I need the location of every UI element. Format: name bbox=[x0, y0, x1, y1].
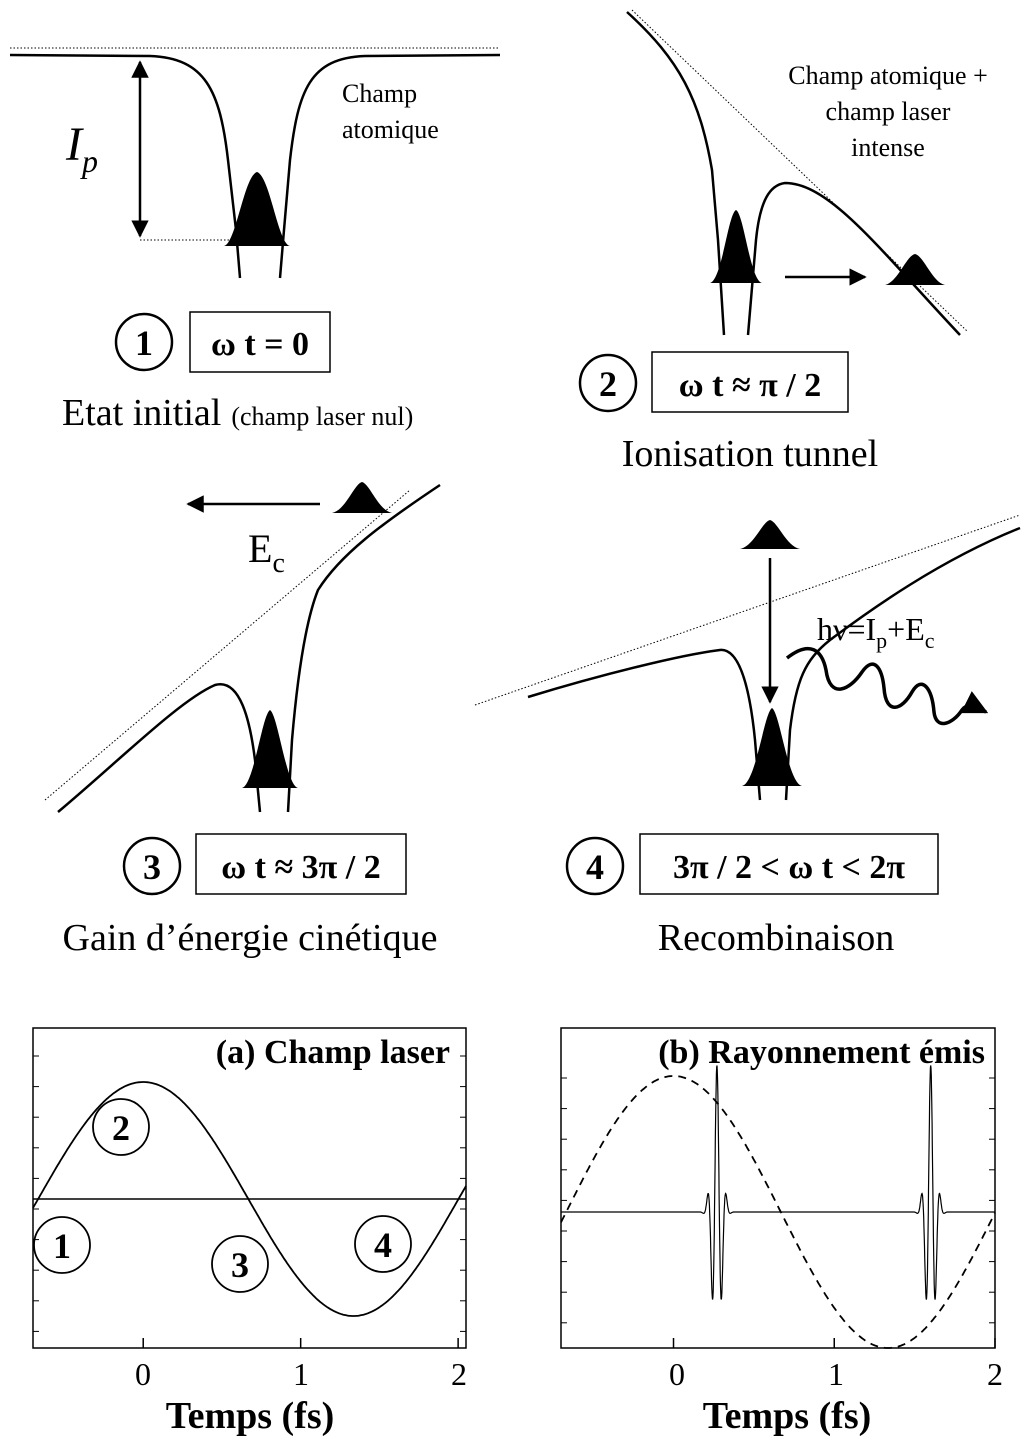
wavepacket-tunneled bbox=[885, 254, 945, 285]
chart-a-xtick-label-1: 1 bbox=[293, 1356, 309, 1392]
chart-b-attosecond-bursts bbox=[561, 1065, 995, 1299]
panel-4-recombination: hν=Ip+Ec 4 3π / 2 < ω t < 2π Recombinais… bbox=[475, 515, 1020, 959]
caption-gain-energie: Gain d’énergie cinétique bbox=[63, 917, 438, 959]
combined-field-label-line3: intense bbox=[851, 133, 925, 162]
chart-a-laser-field: (a) Champ laser 1 2 3 4 0 1 2 Temps (fs) bbox=[33, 1028, 467, 1436]
svg-text:2: 2 bbox=[112, 1108, 130, 1148]
step-4-number: 4 bbox=[586, 847, 604, 887]
chart-b-xtick-label-2: 2 bbox=[987, 1356, 1003, 1392]
step-3-number: 3 bbox=[143, 847, 161, 887]
wavepacket-returning bbox=[332, 482, 392, 513]
svg-text:1: 1 bbox=[53, 1226, 71, 1266]
combined-field-label-line2: champ laser bbox=[826, 97, 951, 126]
chart-b-xtick-label-1: 1 bbox=[828, 1356, 844, 1392]
chart-b-xlabel: Temps (fs) bbox=[703, 1395, 872, 1436]
chart-a-marker-1: 1 bbox=[34, 1217, 90, 1273]
phase-label-4: 3π / 2 < ω t < 2π bbox=[673, 849, 905, 886]
champ-atomique-label-line2: atomique bbox=[342, 115, 439, 144]
panel-2-tunnel-ionization: Champ atomique + champ laser intense 2 ω… bbox=[580, 10, 988, 475]
wavepacket-incoming bbox=[740, 520, 800, 549]
panel-3-kinetic-energy-gain: Ec 3 ω t ≈ 3π / 2 Gain d’énergie cinétiq… bbox=[45, 482, 440, 959]
panel-1-initial-state: Ip Champ atomique 1 ω t = 0 Etat initial… bbox=[10, 48, 500, 434]
chart-a-xlabel: Temps (fs) bbox=[166, 1395, 335, 1436]
chart-a-marker-3: 3 bbox=[212, 1236, 268, 1292]
svg-text:3: 3 bbox=[231, 1245, 249, 1285]
combined-field-label-line1: Champ atomique + bbox=[788, 61, 988, 90]
step-2-number: 2 bbox=[599, 364, 617, 404]
caption-etat-initial: Etat initial(champ laser nul) bbox=[62, 392, 413, 434]
step-1-number: 1 bbox=[135, 323, 153, 363]
chart-b-title: (b) Rayonnement émis bbox=[658, 1034, 985, 1071]
phase-label-2: ω t ≈ π / 2 bbox=[679, 367, 821, 404]
chart-b-xtick-label-0: 0 bbox=[669, 1356, 685, 1392]
ec-label: Ec bbox=[248, 526, 285, 579]
chart-a-marker-2: 2 bbox=[93, 1099, 149, 1155]
caption-ionisation-tunnel: Ionisation tunnel bbox=[622, 433, 878, 475]
phase-label-1: ω t = 0 bbox=[211, 326, 309, 363]
chart-a-frame bbox=[33, 1028, 466, 1348]
wavepacket-recombined bbox=[742, 708, 802, 786]
chart-a-title: (a) Champ laser bbox=[216, 1034, 450, 1071]
chart-a-marker-4: 4 bbox=[355, 1216, 411, 1272]
champ-atomique-label-line1: Champ bbox=[342, 79, 417, 108]
chart-a-xtick-label-2: 2 bbox=[451, 1356, 467, 1392]
chart-a-xtick-label-0: 0 bbox=[135, 1356, 151, 1392]
laser-field-dotted-line-3 bbox=[45, 490, 410, 800]
phase-label-3: ω t ≈ 3π / 2 bbox=[221, 849, 380, 886]
ip-label: Ip bbox=[65, 118, 98, 179]
chart-b-emitted-radiation: (b) Rayonnement émis 0 1 2 Temps (fs) bbox=[561, 1028, 1003, 1436]
laser-field-dotted-line-4 bbox=[475, 515, 1020, 705]
wavepacket-bound-3 bbox=[242, 710, 298, 788]
caption-recombinaison: Recombinaison bbox=[658, 917, 894, 959]
emitted-photon-wave bbox=[787, 649, 986, 724]
photon-energy-formula: hν=Ip+Ec bbox=[817, 611, 935, 653]
svg-text:4: 4 bbox=[374, 1225, 392, 1265]
